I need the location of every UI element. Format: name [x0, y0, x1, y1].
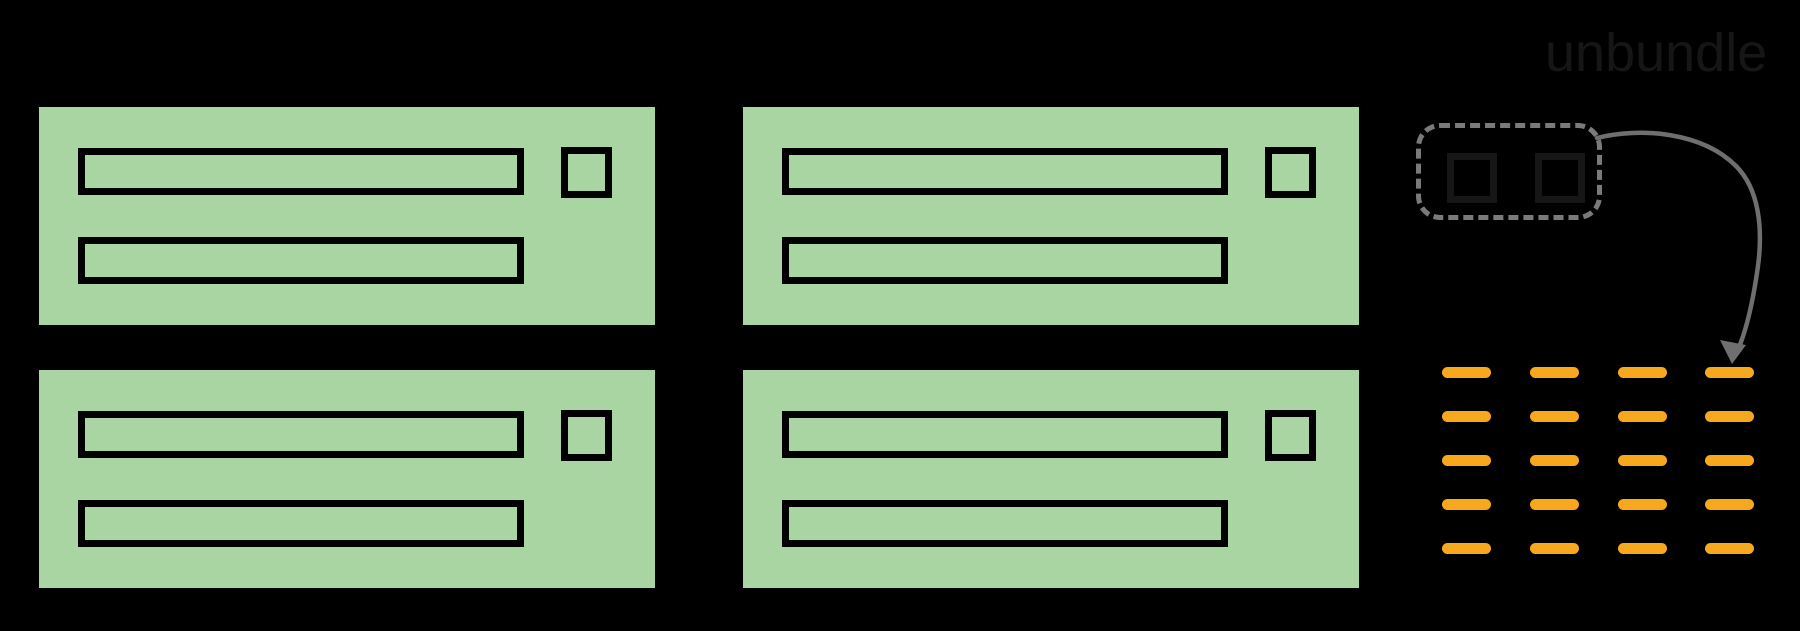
token-dash	[1618, 455, 1667, 466]
token-dash	[1618, 367, 1667, 378]
checkbox-square	[561, 410, 612, 461]
token-dash	[1705, 367, 1754, 378]
token-dash	[1442, 499, 1491, 510]
document-card-4	[743, 370, 1359, 588]
token-dash	[1618, 543, 1667, 554]
field-bar-1	[782, 411, 1228, 458]
token-dash	[1530, 543, 1579, 554]
token-dash	[1442, 543, 1491, 554]
token-dash	[1705, 411, 1754, 422]
checkbox-square	[1265, 410, 1316, 461]
bundled-token-square-2	[1535, 153, 1585, 203]
unbundle-label: unbundle	[1545, 23, 1768, 83]
token-dash	[1705, 499, 1754, 510]
checkbox-square	[561, 147, 612, 198]
checkbox-square	[1265, 147, 1316, 198]
token-dash	[1705, 543, 1754, 554]
field-bar-2	[78, 237, 524, 284]
document-card-1	[39, 107, 655, 325]
field-bar-2	[782, 237, 1228, 284]
token-dash	[1618, 499, 1667, 510]
field-bar-2	[78, 500, 524, 547]
document-card-3	[39, 370, 655, 588]
arrow-curve	[1594, 130, 1763, 357]
token-dash	[1442, 367, 1491, 378]
field-bar-1	[78, 411, 524, 458]
token-dash	[1530, 367, 1579, 378]
token-dash	[1618, 411, 1667, 422]
arrow-head-icon	[1720, 340, 1746, 364]
field-bar-1	[782, 148, 1228, 195]
document-card-2	[743, 107, 1359, 325]
token-dash	[1530, 455, 1579, 466]
field-bar-2	[782, 500, 1228, 547]
token-dash	[1705, 455, 1754, 466]
bundled-token-square-1	[1447, 153, 1497, 203]
token-dash	[1442, 455, 1491, 466]
field-bar-1	[78, 148, 524, 195]
token-dash	[1442, 411, 1491, 422]
bundle-dashed-box	[1416, 123, 1602, 220]
token-dash	[1530, 411, 1579, 422]
token-dash	[1530, 499, 1579, 510]
